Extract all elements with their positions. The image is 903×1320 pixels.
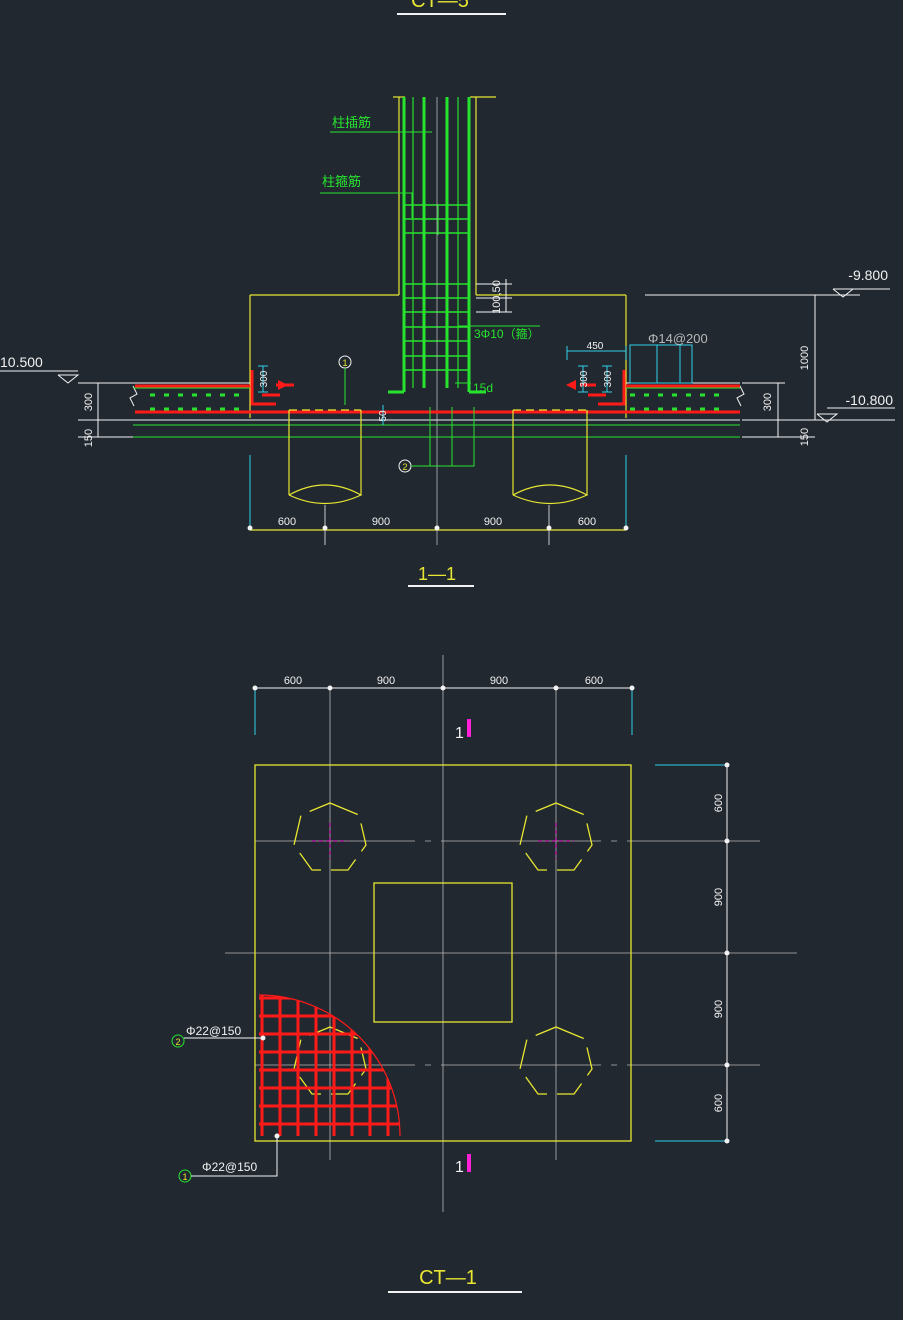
plan-dim-top-2: 900 [377,675,395,687]
level-left: 10.500 [0,354,43,370]
section-dim-bottom-2: 900 [372,516,390,528]
section-mark-1-text: 1 [342,358,347,368]
cap-top-rebar-box [566,344,693,384]
plan-dim-top-3: 900 [490,675,508,687]
section-dim-bottom-3: 900 [484,516,502,528]
dim-50: 50 [378,410,389,422]
left-level-marker [0,370,133,438]
plan-cut-mark-top: 1 [455,719,471,742]
section-dim-bottom-1: 600 [278,516,296,528]
top-title-text: CT—5 [411,0,469,12]
rebar-14-200-label: Φ14@200 [648,331,708,346]
dim-300-right: 300 [762,393,774,411]
section-mark-2-text: 2 [402,462,407,472]
section-bottom-verticals [249,455,627,530]
section-mark-2: 2 [398,407,475,473]
plan-rebar-1-label: Φ22@150 [202,1160,257,1174]
plan-rebar-callout-2: 2 Φ22@150 [171,1024,266,1048]
plan-axis-lines [225,655,797,1212]
section-dim-bottom-4: 600 [578,516,596,528]
plan-mark-2-text: 2 [175,1037,180,1047]
dim-1000: 1000 [799,346,811,370]
dim-300-corner-left: 300 [259,370,270,387]
plan-title: CT—1 [419,1267,477,1289]
plan-cap-outline [254,764,632,1142]
plan-dim-top-4: 600 [585,675,603,687]
plan-cut-mark-bottom-text: 1 [455,1159,464,1176]
dim-300-corner-mid: 300 [579,370,590,387]
section-title: 1—1 [418,564,456,584]
dim-300-left: 300 [83,393,95,411]
stirrup-note-label: 3Φ10（箍） [474,326,540,341]
stirrup-note-leader [457,325,540,341]
right-level-markers [645,288,895,438]
top-title-fragment: CT—5 [397,0,506,15]
rebar-hook-arrow-left [278,380,288,390]
plan-mark-1-text: 1 [182,1172,187,1182]
plan-rebar-callout-1: 1 Φ22@150 [178,1133,280,1183]
plan-ct-1: 600 900 900 600 600 900 900 600 [171,655,797,1293]
column-label-leaders [320,131,432,218]
plan-dim-right-3: 900 [713,1000,725,1018]
dim-100-50-group [476,279,512,313]
plan-right-dim-chain: 600 900 900 600 [655,762,730,1144]
plan-top-dim-chain: 600 900 900 600 [252,675,635,735]
dim-150-right: 150 [799,428,811,446]
cap-corner-dims [258,365,612,425]
cap-bottom-rebar [135,370,740,414]
level-right-top: -9.800 [848,267,888,283]
plan-cut-mark-bottom: 1 [455,1154,471,1176]
plan-dim-right-1: 600 [713,794,725,812]
plan-rebar-2-label: Φ22@150 [186,1024,241,1038]
dim-100-50: 100,50 [491,280,503,314]
level-right-bottom: -10.800 [846,392,894,408]
anchor-15d-label: 15d [473,381,493,395]
rebar-hook-arrow-right [566,380,576,390]
plan-dim-right-2: 900 [713,888,725,906]
label-column-stirrup: 柱箍筋 [322,174,361,189]
plan-dim-right-4: 600 [713,1094,725,1112]
section-1-1: 柱插筋 柱箍筋 [0,96,895,587]
floor-slab [129,382,745,438]
plan-piles [293,802,593,1095]
plan-column-outline [373,882,513,1023]
label-column-longitudinal: 柱插筋 [332,115,371,130]
piles-section [288,409,589,504]
dim-450: 450 [587,341,604,352]
dim-300-corner-right: 300 [603,370,614,387]
plan-pile-centers [312,823,574,859]
plan-dim-top-1: 600 [284,675,302,687]
dim-150-left: 150 [83,429,95,447]
section-bottom-dim-chain: 600 900 900 600 [247,516,629,531]
plan-cut-mark-top-text: 1 [455,725,464,742]
section-mark-1: 1 [338,355,352,405]
